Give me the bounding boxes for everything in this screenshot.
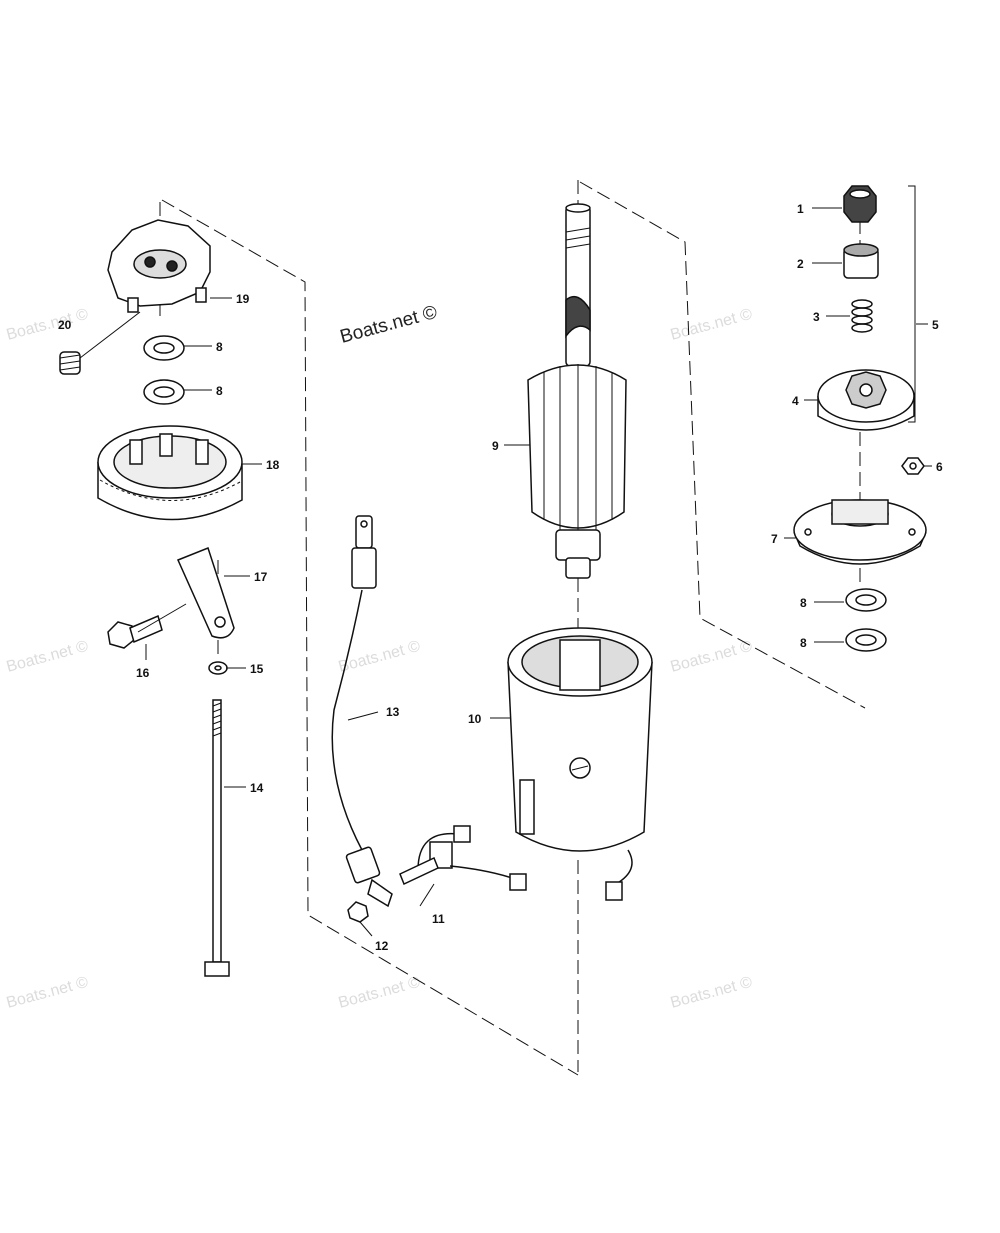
callout-labels: 1 2 3 4 5 6 7 8 8 9 10 11 12 13 14 15 16… — [58, 202, 943, 953]
group-bracket — [908, 185, 916, 423]
callout-15: 15 — [250, 662, 264, 676]
callout-5: 5 — [932, 318, 939, 332]
part-3-spring — [851, 299, 873, 333]
part-18-brush-ring — [97, 425, 243, 521]
callout-8: 8 — [800, 596, 807, 610]
callout-3: 3 — [813, 310, 820, 324]
callout-4: 4 — [792, 394, 799, 408]
callout-19: 19 — [236, 292, 250, 306]
part-2-collar — [843, 243, 879, 279]
callout-7: 7 — [771, 532, 778, 546]
watermark: Boats.net © — [337, 638, 423, 676]
assembly-outlines — [159, 180, 916, 1076]
callout-17: 17 — [254, 570, 268, 584]
callout-10: 10 — [468, 712, 482, 726]
part-16-bolt — [107, 614, 163, 649]
watermark: Boats.net © — [669, 638, 755, 676]
part-20-spring — [59, 351, 81, 375]
part-13-wire-lead — [331, 515, 393, 908]
callout-18: 18 — [266, 458, 280, 472]
callout-14: 14 — [250, 781, 264, 795]
watermark: Boats.net © — [5, 638, 91, 676]
part-6-nut — [901, 457, 925, 475]
part-8-washer — [845, 628, 887, 652]
callout-12: 12 — [375, 939, 389, 953]
watermark: Boats.net © — [5, 306, 91, 344]
watermark: Boats.net © — [669, 306, 755, 344]
part-8-washer — [143, 335, 185, 361]
part-4-drive-gear — [817, 369, 915, 431]
callout-1: 1 — [797, 202, 804, 216]
part-11-brush-set — [399, 825, 633, 901]
right-assembly-outline — [579, 181, 866, 709]
callout-20: 20 — [58, 318, 72, 332]
part-15-nut — [208, 661, 228, 675]
part-8-washer — [143, 379, 185, 405]
part-9-armature — [527, 203, 627, 579]
part-17-bracket — [176, 547, 235, 639]
leader-lines — [79, 207, 932, 937]
part-10-field-frame — [507, 627, 653, 852]
callout-16: 16 — [136, 666, 150, 680]
left-assembly-outline — [161, 199, 579, 1076]
callout-11: 11 — [432, 912, 445, 926]
watermark: Boats.net © — [337, 974, 423, 1012]
callout-2: 2 — [797, 257, 804, 271]
callout-9: 9 — [492, 439, 499, 453]
part-19-end-cap — [107, 219, 211, 313]
callout-13: 13 — [386, 705, 400, 719]
part-14-through-bolt — [204, 699, 230, 977]
watermark: Boats.net © — [5, 974, 91, 1012]
callout-8: 8 — [216, 384, 223, 398]
part-1-nut — [843, 185, 877, 223]
watermark: Boats.net © — [669, 974, 755, 1012]
part-12-nut — [347, 901, 369, 923]
callout-8: 8 — [216, 340, 223, 354]
part-8-washer — [845, 588, 887, 612]
part-7-drive-housing — [793, 499, 927, 565]
watermark-main: Boats.net © — [338, 302, 440, 348]
callout-8: 8 — [800, 636, 807, 650]
callout-6: 6 — [936, 460, 943, 474]
